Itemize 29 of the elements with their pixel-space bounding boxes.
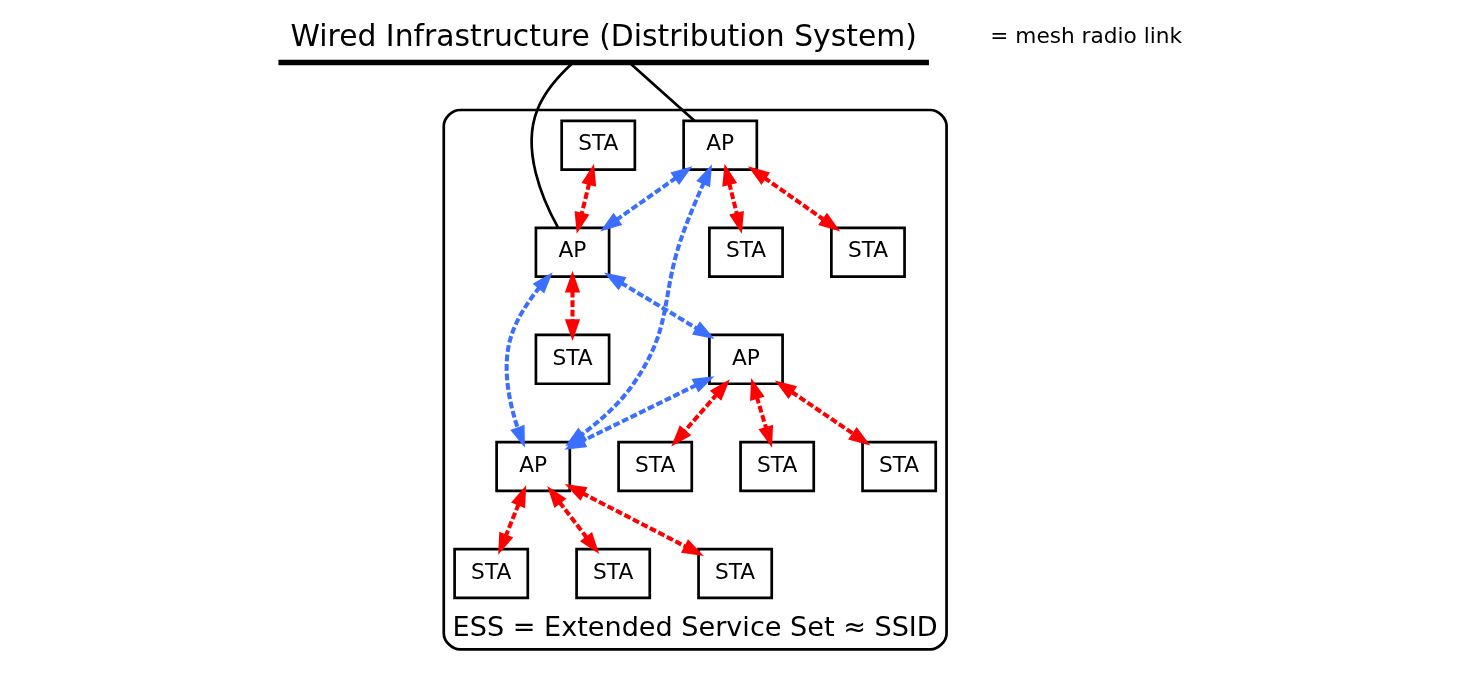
arrow	[749, 378, 773, 448]
node-box: AP	[681, 119, 758, 171]
arrow	[747, 166, 840, 232]
node-box: AP	[534, 226, 610, 279]
legend-label: = mesh radio link	[989, 23, 1182, 49]
arrow	[497, 485, 526, 555]
node-box: AP	[494, 440, 571, 493]
node-box: STA	[559, 119, 636, 171]
node-text: Wired Infrastructure (Distribution System)	[289, 17, 917, 53]
node-box: STA	[574, 547, 651, 600]
node-box: STA	[707, 226, 784, 279]
arrow	[721, 163, 744, 234]
node-box: STA	[452, 547, 529, 600]
arrow	[603, 272, 715, 340]
node-box: STA	[616, 440, 693, 493]
arrow	[546, 486, 599, 554]
arrow	[574, 163, 596, 234]
node-box: STA	[860, 440, 937, 493]
node-box: STA	[696, 547, 773, 600]
arrow	[504, 272, 553, 448]
node-box: AP	[707, 333, 784, 386]
arrow	[564, 484, 704, 556]
arrow	[599, 166, 692, 232]
node-box: STA	[738, 440, 815, 493]
arrow	[670, 379, 730, 447]
arrow	[564, 270, 580, 342]
arrow	[774, 380, 870, 446]
node-box: STA	[534, 333, 610, 386]
node-box: STA	[829, 226, 906, 279]
